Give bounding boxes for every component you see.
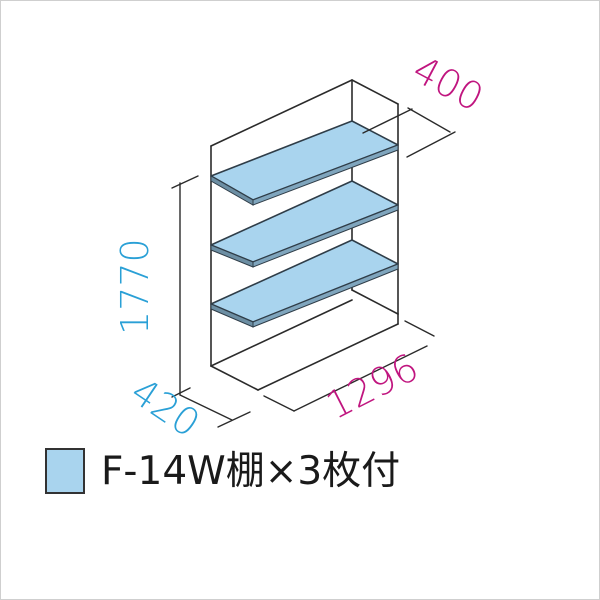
shelf-3 (210, 239, 399, 328)
legend-label: F-14W棚×3枚付 (101, 448, 401, 494)
dimension-depth-bottom: 420 (123, 369, 208, 446)
shelf-1 (210, 120, 399, 206)
dimension-lines (171, 107, 456, 428)
dimension-width: 1296 (319, 345, 425, 428)
shelf-2 (210, 180, 399, 268)
legend-swatch-shelf (45, 448, 85, 494)
dimension-height: 1770 (113, 238, 157, 335)
dimension-depth-top: 400 (406, 47, 491, 120)
legend: F-14W棚×3枚付 (45, 446, 400, 496)
